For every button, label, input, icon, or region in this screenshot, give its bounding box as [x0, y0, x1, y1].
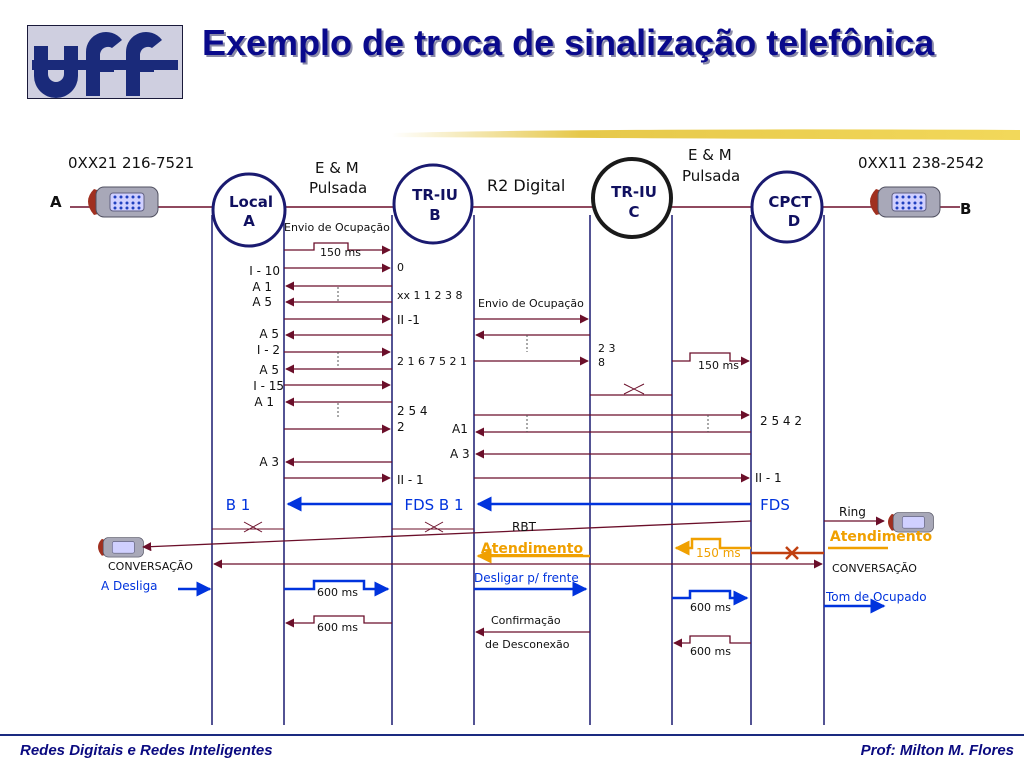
node-tr-iu-c-line1: TR-IU	[611, 183, 657, 201]
label-a1-1: A 1	[252, 280, 272, 294]
label-ring: Ring	[839, 505, 866, 519]
footer-author: Prof: Milton M. Flores	[860, 742, 1014, 759]
label-envio-ocupacao-2: Envio de Ocupação	[478, 297, 584, 310]
node-tr-iu-b: TR-IU B	[392, 163, 474, 245]
label-600ms-3: 600 ms	[690, 601, 731, 614]
label-600ms-2: 600 ms	[317, 621, 358, 634]
node-cpct-d-line2: D	[788, 212, 800, 230]
label-b: B	[960, 200, 971, 218]
node-tr-iu-b-line2: B	[429, 206, 440, 224]
label-a1-2: A 1	[254, 395, 274, 409]
label-atendimento-1: Atendimento	[481, 541, 584, 557]
label-2: 2	[397, 420, 405, 434]
label-ii1-2: II - 1	[397, 473, 424, 487]
label-fds-b1: FDS B 1	[404, 496, 463, 514]
node-local-a-line2: A	[243, 212, 255, 230]
label-ii1-3: II - 1	[755, 471, 782, 485]
label-600ms-1: 600 ms	[317, 586, 358, 599]
label-a-desliga: A Desliga	[101, 579, 158, 593]
label-rbt: RBT	[512, 520, 537, 534]
label-8: 8	[598, 356, 605, 369]
r2-digital: R2 Digital	[487, 176, 565, 195]
node-cpct-d: CPCT D	[750, 170, 824, 244]
node-tr-iu-c: TR-IU C	[591, 157, 673, 239]
node-local-a: Local A	[211, 172, 287, 248]
label-2542: 2 5 4 2	[760, 414, 802, 428]
answer-cross	[751, 546, 824, 560]
label-2167521: 2 1 6 7 5 2 1	[397, 355, 467, 368]
label-i10: I - 10	[249, 264, 280, 278]
number-b: 0XX11 238-2542	[858, 154, 984, 172]
label-confirmacao: Confirmação	[491, 614, 561, 627]
label-150ms-3: 150 ms	[696, 546, 741, 560]
telephone-icon	[870, 186, 941, 218]
label-conversacao-1: CONVERSAÇÃO	[108, 560, 193, 573]
label-xx: xx 1 1 2 3 8	[397, 289, 463, 302]
label-a5-1: A 5	[252, 295, 272, 309]
label-conversacao-2: CONVERSAÇÃO	[832, 562, 917, 575]
em-right-2: Pulsada	[682, 167, 740, 185]
node-tr-iu-c-line2: C	[628, 203, 639, 221]
label-23: 2 3	[598, 342, 616, 355]
timelines	[211, 215, 825, 725]
footer-course: Redes Digitais e Redes Inteligentes	[20, 742, 273, 759]
label-atendimento-2: Atendimento	[830, 529, 933, 545]
label-ii1-1: II -1	[397, 313, 420, 327]
footer-divider	[0, 734, 1024, 736]
uff-logo	[27, 25, 183, 99]
page-title: Exemplo de troca de sinalização telefôni…	[202, 22, 935, 63]
label-a1-3: A1	[452, 422, 468, 436]
label-a5-3: A 5	[259, 363, 279, 377]
node-tr-iu-b-line1: TR-IU	[412, 186, 458, 204]
label-fds: FDS	[760, 496, 790, 514]
label-150ms-1: 150 ms	[320, 246, 361, 259]
label-a5-2: A 5	[259, 327, 279, 341]
label-envio-ocupacao-1: Envio de Ocupação	[284, 221, 390, 234]
label-tom-ocupado: Tom de Ocupado	[825, 590, 927, 604]
label-600ms-4: 600 ms	[690, 645, 731, 658]
label-desligar: Desligar p/ frente	[474, 571, 579, 585]
label-254: 2 5 4	[397, 404, 428, 418]
label-150ms-2: 150 ms	[698, 359, 739, 372]
number-a: 0XX21 216-7521	[68, 154, 194, 172]
label-b1-1: B 1	[226, 496, 251, 514]
em-right-1: E & M	[688, 146, 732, 164]
cross-marks	[212, 383, 645, 533]
label-a: A	[50, 193, 62, 211]
node-local-a-line1: Local	[229, 193, 273, 211]
telephone-icon	[888, 512, 934, 533]
label-de-desconexao: de Desconexão	[485, 638, 570, 651]
decorative-gold-bar	[392, 129, 1020, 140]
label-a3-1: A 3	[259, 455, 279, 469]
telephone-icon	[88, 186, 159, 218]
node-cpct-d-line1: CPCT	[768, 193, 812, 211]
em-left-1: E & M	[315, 159, 359, 177]
label-a3-2: A 3	[450, 447, 470, 461]
telephone-icon	[98, 537, 144, 558]
label-i2: I - 2	[257, 343, 280, 357]
label-i15: I - 15	[253, 379, 284, 393]
label-digit-0: 0	[397, 261, 404, 274]
em-left-2: Pulsada	[309, 179, 367, 197]
